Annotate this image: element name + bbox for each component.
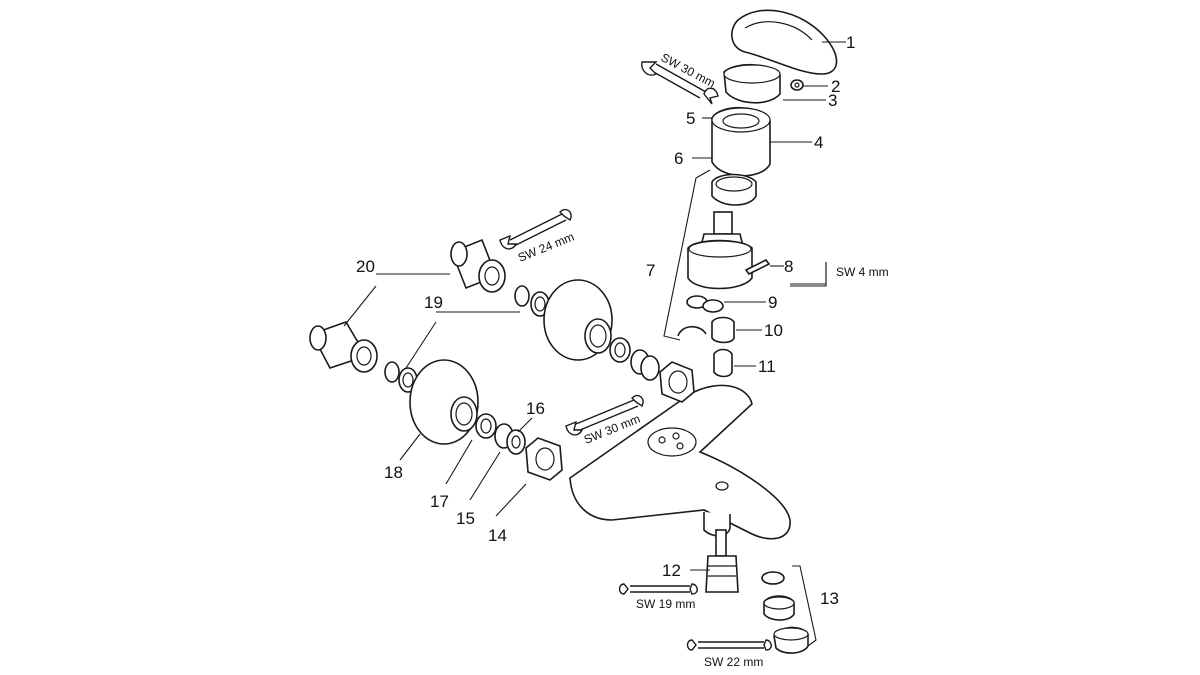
wrench-sw24-icon bbox=[499, 208, 572, 250]
part-label-8: 8 bbox=[784, 257, 793, 276]
leader-lines bbox=[343, 41, 846, 571]
upper-gasket bbox=[609, 337, 631, 363]
lever-handle bbox=[731, 9, 838, 75]
aerator-set bbox=[761, 565, 817, 654]
small-screw bbox=[790, 79, 804, 91]
mixer-body bbox=[569, 384, 791, 540]
part-label-2: 2 bbox=[831, 77, 840, 96]
threaded-ring bbox=[711, 173, 757, 206]
part-label-15: 15 bbox=[456, 509, 475, 528]
lower-check-valve bbox=[494, 423, 526, 455]
part-label-19: 19 bbox=[424, 293, 443, 312]
lower-union-nut bbox=[525, 437, 563, 481]
clip-and-plug bbox=[677, 316, 735, 344]
mixer-cartridge bbox=[687, 211, 753, 290]
part-label-5: 5 bbox=[686, 109, 695, 128]
tool-label-sw19: SW 19 mm bbox=[636, 597, 695, 611]
wall-rosette-lower bbox=[409, 359, 479, 445]
part-labels: 1 2 3 4 5 6 7 8 9 10 11 12 13 14 15 16 1… bbox=[356, 33, 855, 608]
sleeve-plug bbox=[713, 348, 733, 378]
part-label-18: 18 bbox=[384, 463, 403, 482]
diverter-spindle bbox=[705, 529, 739, 593]
hex-key-icon bbox=[790, 262, 827, 287]
wall-rosette-upper bbox=[543, 279, 613, 361]
part-label-6: 6 bbox=[674, 149, 683, 168]
upper-check-valve bbox=[630, 349, 660, 381]
tool-label-sw24: SW 24 mm bbox=[516, 230, 576, 265]
part-label-3: 3 bbox=[828, 91, 837, 110]
wrench-sw30-top-icon bbox=[641, 61, 719, 105]
part-label-9: 9 bbox=[768, 293, 777, 312]
part-label-1: 1 bbox=[846, 33, 855, 52]
part-label-20: 20 bbox=[356, 257, 375, 276]
wrench-sw19-icon bbox=[618, 583, 698, 595]
tool-label-sw4: SW 4 mm bbox=[836, 265, 889, 279]
part-label-10: 10 bbox=[764, 321, 783, 340]
wrench-sw30-mid-icon bbox=[565, 394, 644, 436]
o-ring-pair bbox=[686, 295, 724, 313]
part-label-4: 4 bbox=[814, 133, 823, 152]
eccentric-fitting-lower bbox=[309, 321, 378, 373]
cartridge-sleeve bbox=[711, 107, 771, 177]
lower-gasket bbox=[475, 413, 497, 439]
part-label-16: 16 bbox=[526, 399, 545, 418]
upper-union-nut bbox=[659, 361, 695, 403]
part-label-12: 12 bbox=[662, 561, 681, 580]
part-label-13: 13 bbox=[820, 589, 839, 608]
wrench-sw22-icon bbox=[686, 639, 772, 651]
cover-ring bbox=[723, 63, 781, 104]
part-label-14: 14 bbox=[488, 526, 507, 545]
part-label-17: 17 bbox=[430, 492, 449, 511]
eccentric-fitting-upper bbox=[450, 238, 506, 293]
tool-label-sw22: SW 22 mm bbox=[704, 655, 763, 669]
part-label-11: 11 bbox=[758, 357, 776, 376]
part-label-7: 7 bbox=[646, 261, 655, 280]
